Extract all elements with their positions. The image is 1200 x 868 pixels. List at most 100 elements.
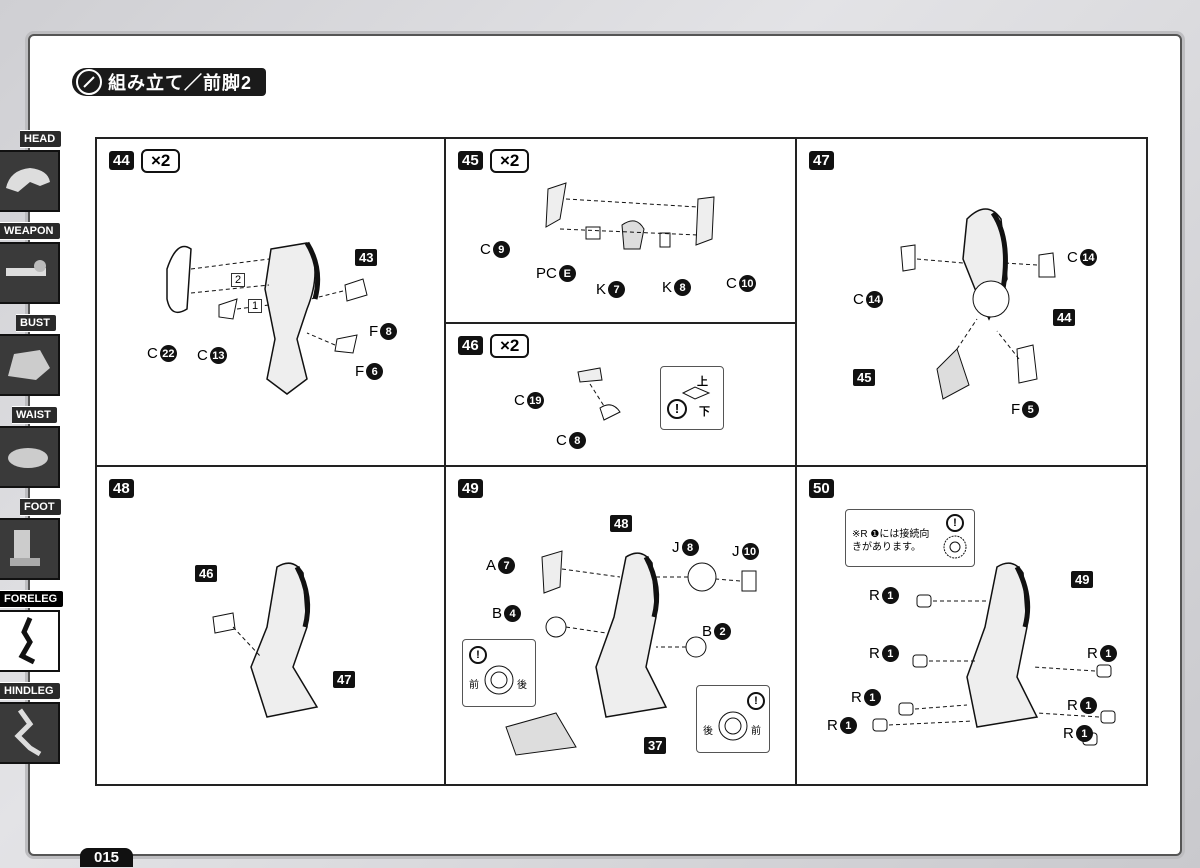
sidebar-item-label: HINDLEG [0, 682, 61, 700]
step-48-diagram [212, 562, 319, 718]
part-number: 19 [526, 392, 544, 409]
part-number: 8 [674, 279, 692, 296]
step-47-diagram [900, 208, 1056, 400]
caution-icon: ! [946, 514, 964, 532]
part-prefix: J [672, 539, 680, 556]
part-number: 5 [1022, 401, 1040, 418]
part-number: 1 [1075, 725, 1093, 742]
step-number: 45 [458, 151, 483, 170]
foreleg-thumbnail-icon [0, 610, 60, 672]
part-prefix: R [1087, 645, 1098, 662]
step-number: 47 [809, 151, 834, 170]
order-box: 2 [231, 273, 246, 287]
sidebar-item-weapon[interactable]: WEAPON [0, 222, 62, 306]
part-prefix: R [869, 587, 880, 604]
front-label: 前 [469, 680, 479, 691]
part-number: 1 [839, 717, 857, 734]
sidebar-item-bust[interactable]: BUST [0, 314, 62, 398]
part-number: 9 [492, 241, 510, 258]
part-number: 4 [504, 605, 522, 622]
orientation-note-right: 後 前 ! [696, 685, 770, 753]
orientation-note-left: 前 後 ! [462, 639, 536, 707]
quantity-multiplier: ×2 [490, 334, 530, 358]
sidebar-item-label: FOOT [20, 498, 62, 516]
part-number: 10 [738, 275, 756, 292]
section-title-bar: 組み立て／前脚2 [72, 68, 267, 96]
quantity-multiplier: ×2 [490, 149, 530, 173]
front-label: 前 [751, 726, 761, 737]
wrench-icon [76, 69, 102, 95]
foot-thumbnail-icon [0, 518, 60, 580]
part-prefix: A [486, 557, 497, 574]
part-prefix: C [556, 432, 567, 449]
down-label: 下 [699, 406, 710, 418]
sidebar-item-foreleg[interactable]: FORELEG [0, 590, 65, 674]
back-label: 後 [703, 726, 713, 737]
part-prefix: C [1067, 249, 1078, 266]
sidebar-item-hindleg[interactable]: HINDLEG [0, 682, 62, 766]
caution-icon: ! [747, 692, 765, 710]
sidebar-item-head[interactable]: HEAD [0, 130, 63, 214]
part-number: 8 [568, 432, 586, 449]
part-number: 1 [1079, 697, 1097, 714]
part-prefix: R [869, 645, 880, 662]
part-prefix: C [147, 345, 158, 362]
sidebar-item-waist[interactable]: WAIST [0, 406, 62, 490]
step-number: 48 [109, 479, 134, 498]
part-number: 13 [209, 347, 227, 364]
orientation-note: 上 下 ! [660, 366, 724, 430]
part-number: 14 [1079, 249, 1097, 266]
reference-step-tag: 48 [610, 515, 633, 532]
reference-step-tag: 45 [853, 369, 876, 386]
part-number: 8 [380, 323, 398, 340]
sidebar-item-foot[interactable]: FOOT [0, 498, 62, 582]
part-number: 22 [159, 345, 177, 362]
part-number: 7 [498, 557, 516, 574]
quantity-multiplier: ×2 [141, 149, 181, 173]
reference-step-tag: 37 [644, 737, 667, 754]
part-prefix: K [662, 279, 673, 296]
hindleg-thumbnail-icon [0, 702, 60, 764]
part-number: 10 [741, 543, 759, 560]
step-48-panel: 48 46 47 [96, 466, 445, 785]
step-49-panel: 49 48 37 前 後 ! 後 前 ! [445, 466, 796, 785]
part-prefix: R [1067, 697, 1078, 714]
reference-step-tag: 46 [195, 565, 218, 582]
step-46-diagram [577, 367, 621, 421]
part-prefix: B [702, 623, 713, 640]
step-number: 49 [458, 479, 483, 498]
sidebar-item-label: BUST [16, 314, 57, 332]
back-label: 後 [517, 680, 527, 691]
part-prefix: C [480, 241, 491, 258]
part-prefix: C [726, 275, 737, 292]
waist-thumbnail-icon [0, 426, 60, 488]
step-44-diagram [166, 241, 368, 395]
reference-step-tag: 44 [1053, 309, 1076, 326]
part-prefix: K [596, 281, 607, 298]
part-number: 1 [1099, 645, 1117, 662]
part-prefix: C [514, 392, 525, 409]
